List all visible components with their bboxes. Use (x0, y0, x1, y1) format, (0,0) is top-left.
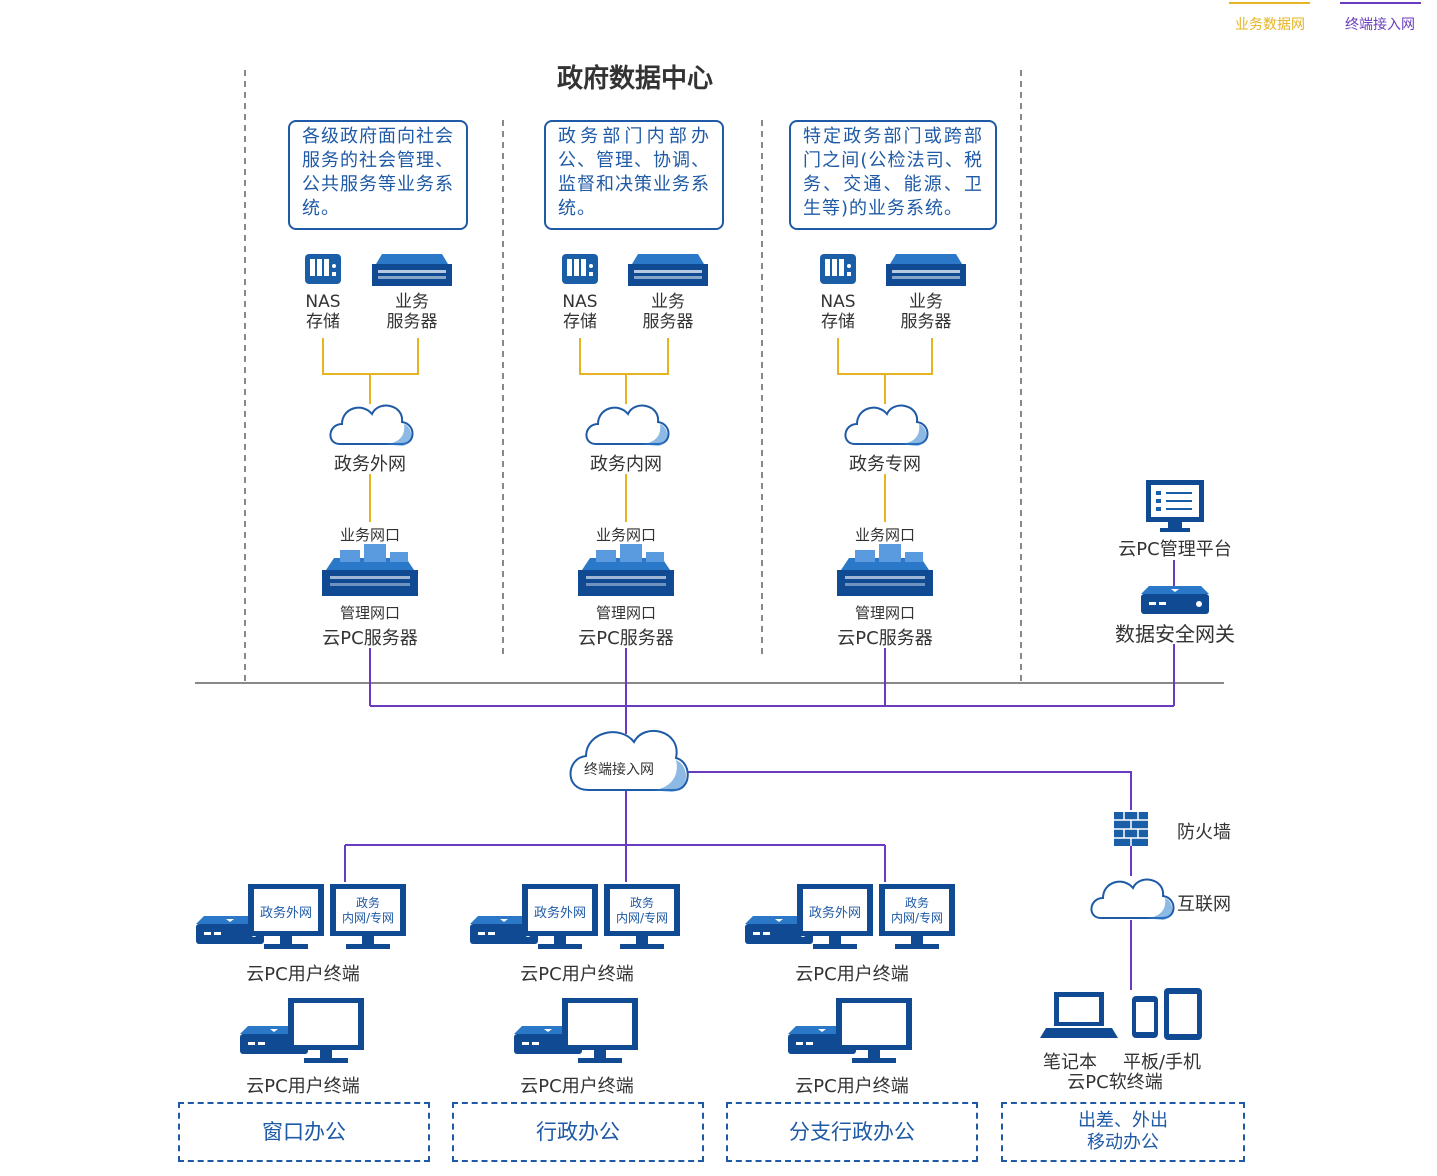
internet-label: 互联网 (1177, 894, 1231, 915)
desc-box-special: 特定政务部门或跨部门之间(公检法司、税务、交通、能源、卫生等)的业务系统。 (789, 120, 997, 230)
business-port-label: 业务网口 (854, 526, 915, 544)
nas-icon (562, 254, 598, 284)
zone-admin-office: 行政办公 (452, 1102, 704, 1162)
dc-separators (244, 70, 1022, 684)
phone-icon (1132, 996, 1158, 1038)
nas-icon (820, 254, 856, 284)
security-gateway-label: 数据安全网关 (1115, 622, 1235, 646)
tablet-label: 平板/手机 (1122, 1052, 1202, 1073)
firewall-label: 防火墙 (1177, 822, 1231, 843)
screen-label-external: 政务外网 (533, 906, 586, 921)
mgmt-platform-label: 云PC管理平台 (1118, 539, 1232, 560)
cloud-server-icon (578, 544, 674, 596)
mgmt-port-label: 管理网口 (854, 604, 915, 622)
server-label: 业务 服务器 (386, 292, 438, 332)
access-cloud-icon (569, 729, 689, 792)
mgmt-port-label: 管理网口 (595, 604, 656, 622)
soft-terminal-label: 云PC软终端 (1067, 1072, 1163, 1093)
terminal-label: 云PC用户终端 (520, 1076, 634, 1097)
internet-cloud-icon (1090, 878, 1175, 921)
screen-label-external: 政务外网 (808, 906, 861, 921)
terminal-label: 云PC用户终端 (246, 1076, 360, 1097)
network-label: 政务专网 (849, 454, 921, 475)
tablet-icon (1164, 988, 1202, 1040)
firewall-icon (1114, 812, 1148, 846)
cloud-server-label: 云PC服务器 (322, 628, 418, 649)
terminal-label: 云PC用户终端 (520, 964, 634, 985)
nas-icon (305, 254, 341, 284)
nas-label: NAS 存储 (562, 292, 598, 332)
network-label: 政务外网 (334, 454, 406, 475)
terminal-net-lines (344, 560, 1175, 990)
server-label: 业务 服务器 (642, 292, 694, 332)
screen-label-internal: 政务 内网/专网 (890, 896, 944, 925)
server-rack-icon (886, 254, 966, 286)
network-label: 政务内网 (590, 454, 662, 475)
laptop-label: 笔记本 (1043, 1052, 1097, 1073)
business-port-label: 业务网口 (595, 526, 656, 544)
screen-label-internal: 政务 内网/专网 (615, 896, 669, 925)
zone-mobile-office: 出差、外出 移动办公 (1001, 1102, 1245, 1162)
cloud-icon (844, 404, 929, 447)
zone-window-office: 窗口办公 (178, 1102, 430, 1162)
legend-business: 业务数据网 (1235, 17, 1305, 33)
security-gateway-icon (1141, 586, 1209, 614)
nas-label: NAS 存储 (820, 292, 856, 332)
terminal-label: 云PC用户终端 (246, 964, 360, 985)
server-rack-icon (372, 254, 452, 286)
terminal-label: 云PC用户终端 (795, 1076, 909, 1097)
server-label: 业务 服务器 (900, 292, 952, 332)
cloud-server-label: 云PC服务器 (837, 628, 933, 649)
mgmt-platform-icon (1146, 480, 1204, 532)
diagram-title: 政府数据中心 (556, 64, 713, 94)
legend-terminal: 终端接入网 (1345, 17, 1415, 33)
terminal-label: 云PC用户终端 (795, 964, 909, 985)
business-net-lines (322, 338, 933, 522)
cloud-server-icon (837, 544, 933, 596)
screen-label-internal: 政务 内网/专网 (341, 896, 395, 925)
desc-box-internal: 政务部门内部办公、管理、协调、监督和决策业务系统。 (544, 120, 724, 230)
zone-branch-office: 分支行政办公 (726, 1102, 978, 1162)
server-rack-icon (628, 254, 708, 286)
mgmt-port-label: 管理网口 (339, 604, 400, 622)
screen-label-external: 政务外网 (259, 906, 312, 921)
cloud-icon (329, 404, 414, 447)
office-terminals-row2 (240, 998, 912, 1063)
cloud-icon (585, 404, 670, 447)
desc-box-external: 各级政府面向社会服务的社会管理、 公共服务等业务系统。 (288, 120, 468, 230)
cloud-server-icon (322, 544, 418, 596)
business-port-label: 业务网口 (339, 526, 400, 544)
nas-label: NAS 存储 (305, 292, 341, 332)
laptop-icon (1040, 992, 1118, 1038)
access-cloud-label: 终端接入网 (584, 762, 654, 778)
cloud-server-label: 云PC服务器 (578, 628, 674, 649)
